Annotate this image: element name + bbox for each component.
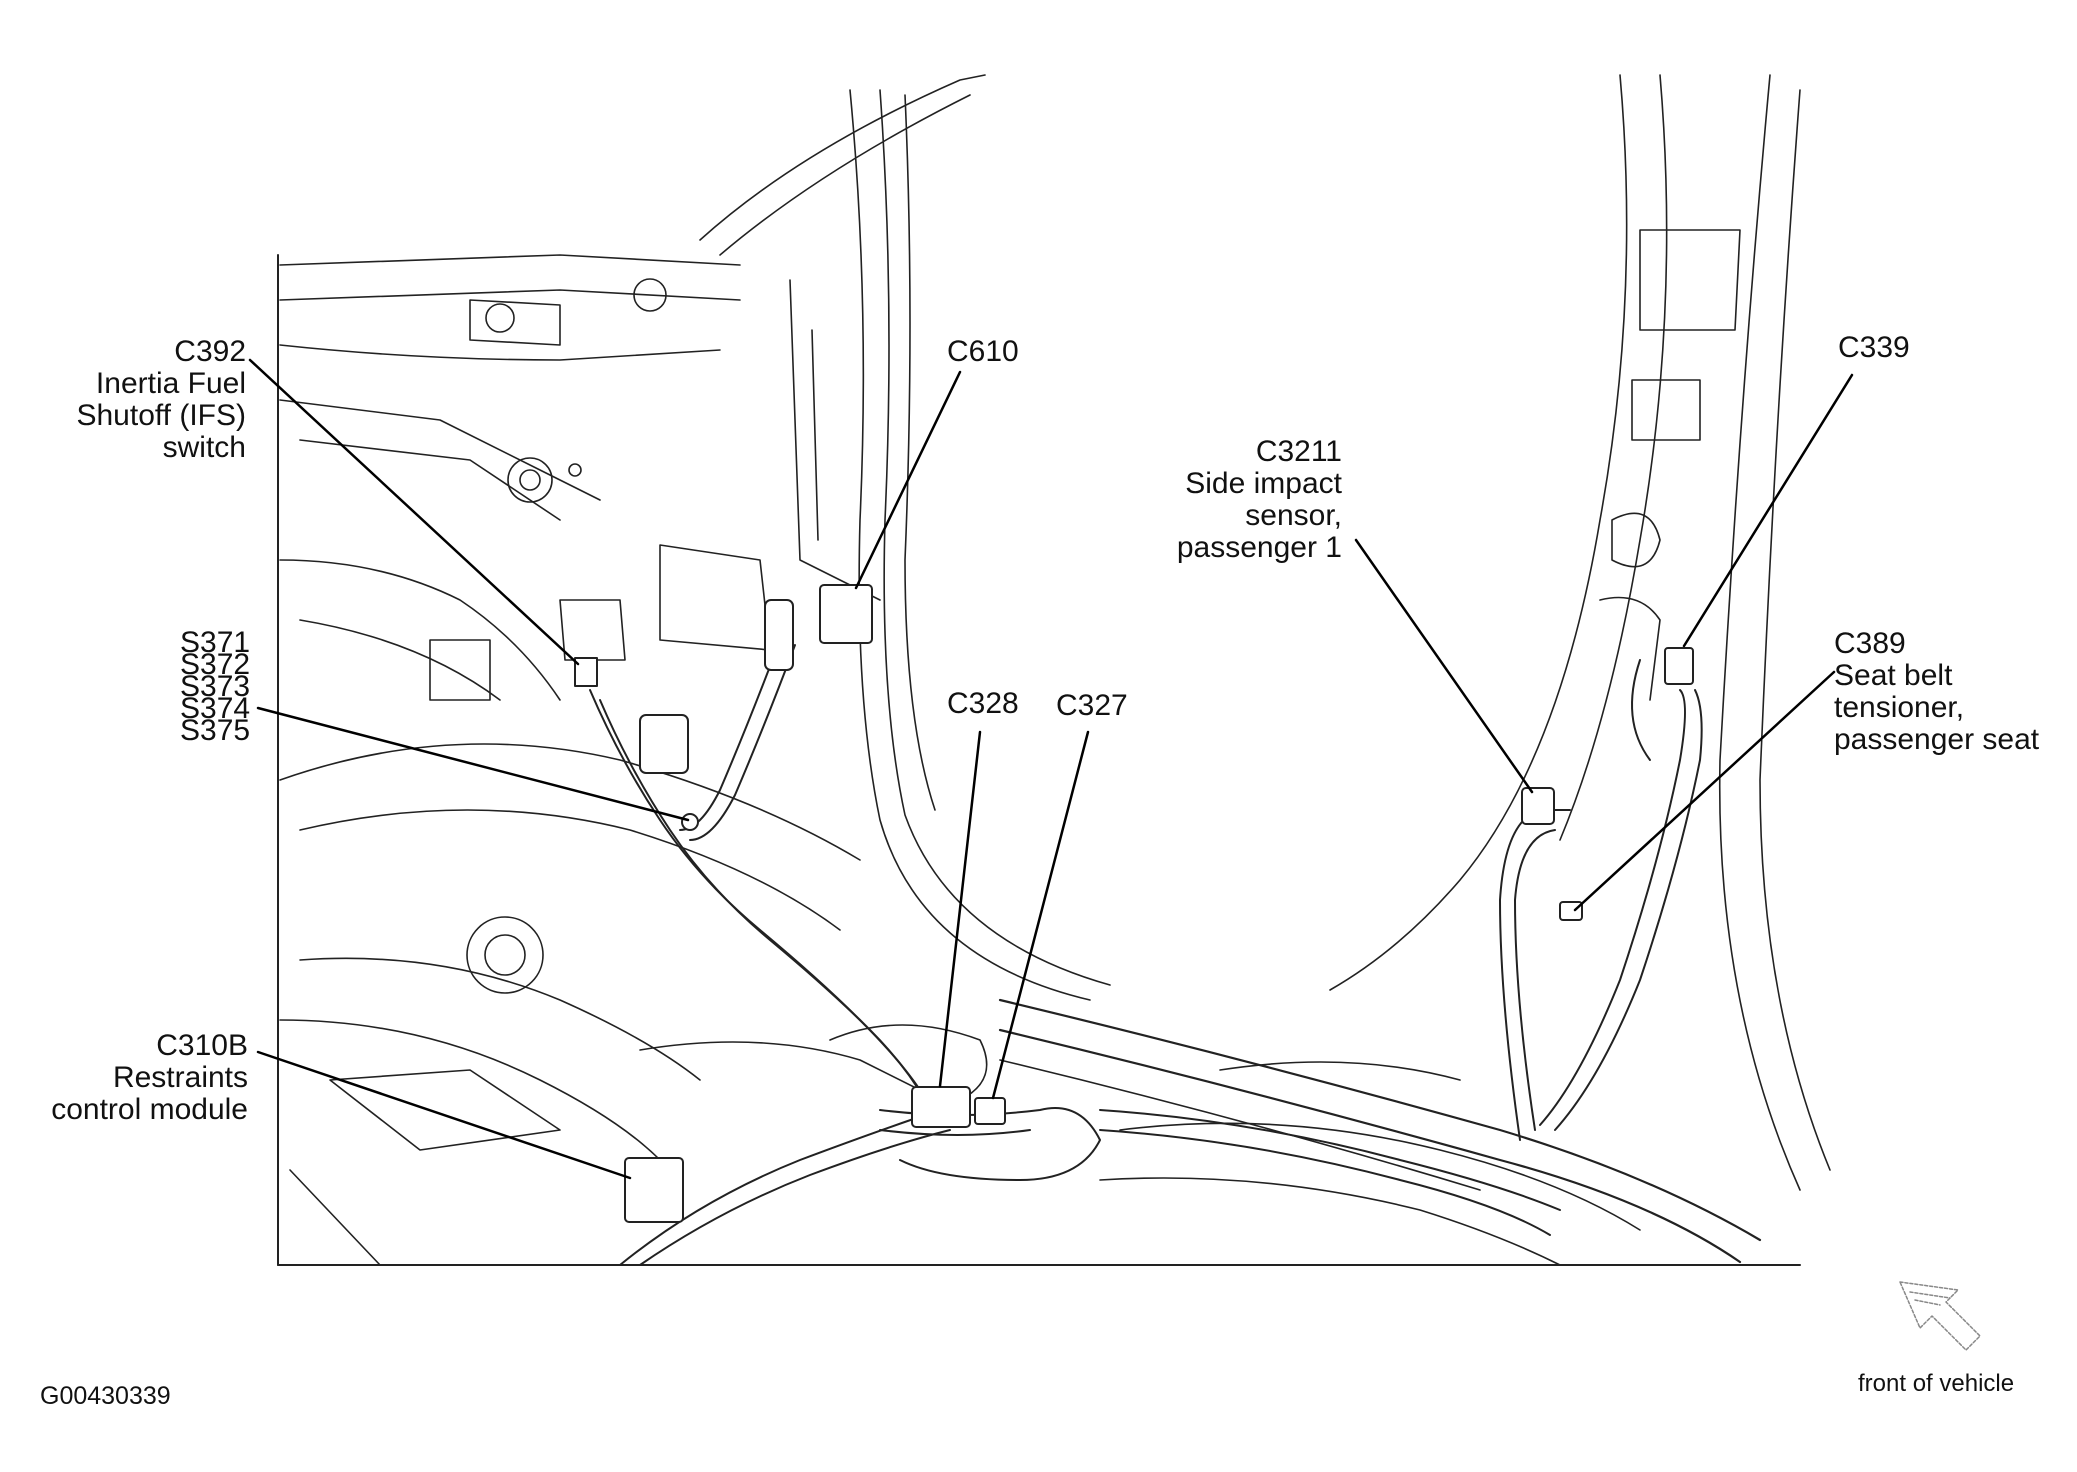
callout-c389-line1: Seat belt xyxy=(1834,659,1953,692)
callout-c392-code: C392 xyxy=(174,335,246,368)
callout-c389-code: C389 xyxy=(1834,627,1906,660)
callout-s372: S372 xyxy=(180,648,251,681)
figure-id: G00430339 xyxy=(40,1382,171,1410)
interior-panels xyxy=(279,254,771,701)
c-pillar-structure xyxy=(1329,74,1831,1191)
connector-c3211 xyxy=(1521,787,1555,825)
connector-c389 xyxy=(1559,901,1583,921)
callout-s374: S374 xyxy=(180,692,251,725)
connector-c328 xyxy=(911,1086,971,1128)
callout-c310b-code: C310B xyxy=(156,1029,248,1062)
front-of-vehicle-label: front of vehicle xyxy=(1858,1370,2015,1397)
splice-s371-s375 xyxy=(681,813,699,831)
callout-c610: C610 xyxy=(947,336,1019,368)
a-pillar-structure xyxy=(699,74,1111,1001)
connector-c610 xyxy=(819,584,873,644)
callout-c327-code: C327 xyxy=(1056,689,1128,722)
leader-c610 xyxy=(854,370,962,590)
callout-c389-line2: tensioner, xyxy=(1834,691,1965,724)
connector-c339 xyxy=(1664,647,1694,685)
front-arrow-icon xyxy=(1899,1281,1981,1351)
callout-c3211-line3: passenger 1 xyxy=(1176,531,1342,564)
leader-s371-s375 xyxy=(256,706,690,822)
callout-c389: C389 Seat belt tensioner, passenger seat xyxy=(1834,628,2039,756)
callout-c327: C327 xyxy=(1056,690,1128,722)
callout-c310b: C310B Restraints control module xyxy=(30,1030,248,1126)
rocker-rail xyxy=(998,998,1762,1264)
leader-c3211 xyxy=(1354,538,1534,794)
connector-c310b xyxy=(624,1157,684,1223)
callout-s375: S375 xyxy=(180,714,251,747)
connector-c392 xyxy=(574,657,598,687)
floor-pan xyxy=(279,743,1641,1266)
leader-c389 xyxy=(1573,670,1836,912)
leader-c339 xyxy=(1682,373,1854,648)
leader-c392 xyxy=(248,358,580,666)
callout-s373: S373 xyxy=(180,670,251,703)
callout-c392-line1: Inertia Fuel xyxy=(95,367,246,400)
callout-c339-code: C339 xyxy=(1838,331,1910,364)
callout-c339: C339 xyxy=(1838,332,1910,364)
callout-s371-s375: S371 S372 S373 S374 S375 xyxy=(180,626,251,747)
callout-c392: C392 Inertia Fuel Shutoff (IFS) switch xyxy=(60,336,246,464)
leader-c327 xyxy=(991,730,1090,1100)
callout-c3211-code: C3211 xyxy=(1255,435,1342,468)
wire-harness xyxy=(589,639,1703,1266)
callout-c328-code: C328 xyxy=(947,687,1019,720)
callout-c328: C328 xyxy=(947,688,1019,720)
callout-c610-code: C610 xyxy=(947,335,1019,368)
leader-c310b xyxy=(256,1050,632,1180)
callout-c3211-line2: sensor, xyxy=(1245,499,1342,532)
callout-c3211-line1: Side impact xyxy=(1185,467,1342,500)
callout-c310b-line2: control module xyxy=(51,1093,248,1126)
callout-c310b-line1: Restraints xyxy=(112,1061,248,1094)
leader-lines xyxy=(248,358,1854,1180)
callout-c392-line3: switch xyxy=(162,431,246,464)
callout-s371: S371 xyxy=(180,626,251,659)
callout-c389-line3: passenger seat xyxy=(1834,723,2040,756)
callout-c3211: C3211 Side impact sensor, passenger 1 xyxy=(1150,436,1342,564)
leader-c328 xyxy=(938,730,982,1088)
callout-c392-line2: Shutoff (IFS) xyxy=(76,399,246,432)
connector-c327 xyxy=(974,1097,1006,1125)
connectors xyxy=(574,584,1694,1223)
